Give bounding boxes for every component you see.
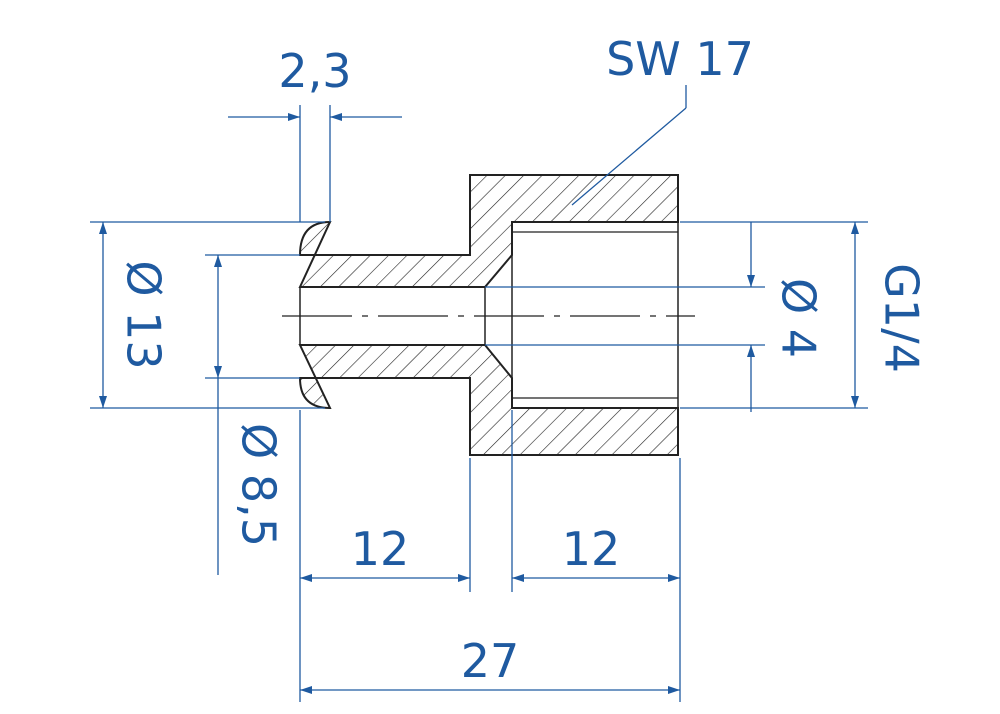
wrench-size-label: SW 17: [606, 32, 754, 86]
part-section: [282, 174, 695, 456]
thread-depth-label: 12: [562, 522, 621, 576]
thread-label: G1/4: [875, 263, 929, 373]
upper-section: [298, 174, 679, 288]
shank-length-label: 12: [351, 522, 410, 576]
lower-section: [298, 344, 679, 456]
dimensions: [90, 85, 868, 702]
bore-diameter-label: Ø 4: [772, 278, 826, 358]
flange-diameter-label: Ø 13: [117, 260, 171, 369]
overall-length-label: 27: [461, 634, 520, 688]
shank-diameter-label: Ø 8,5: [232, 423, 286, 547]
flange-thickness-label: 2,3: [278, 44, 351, 98]
